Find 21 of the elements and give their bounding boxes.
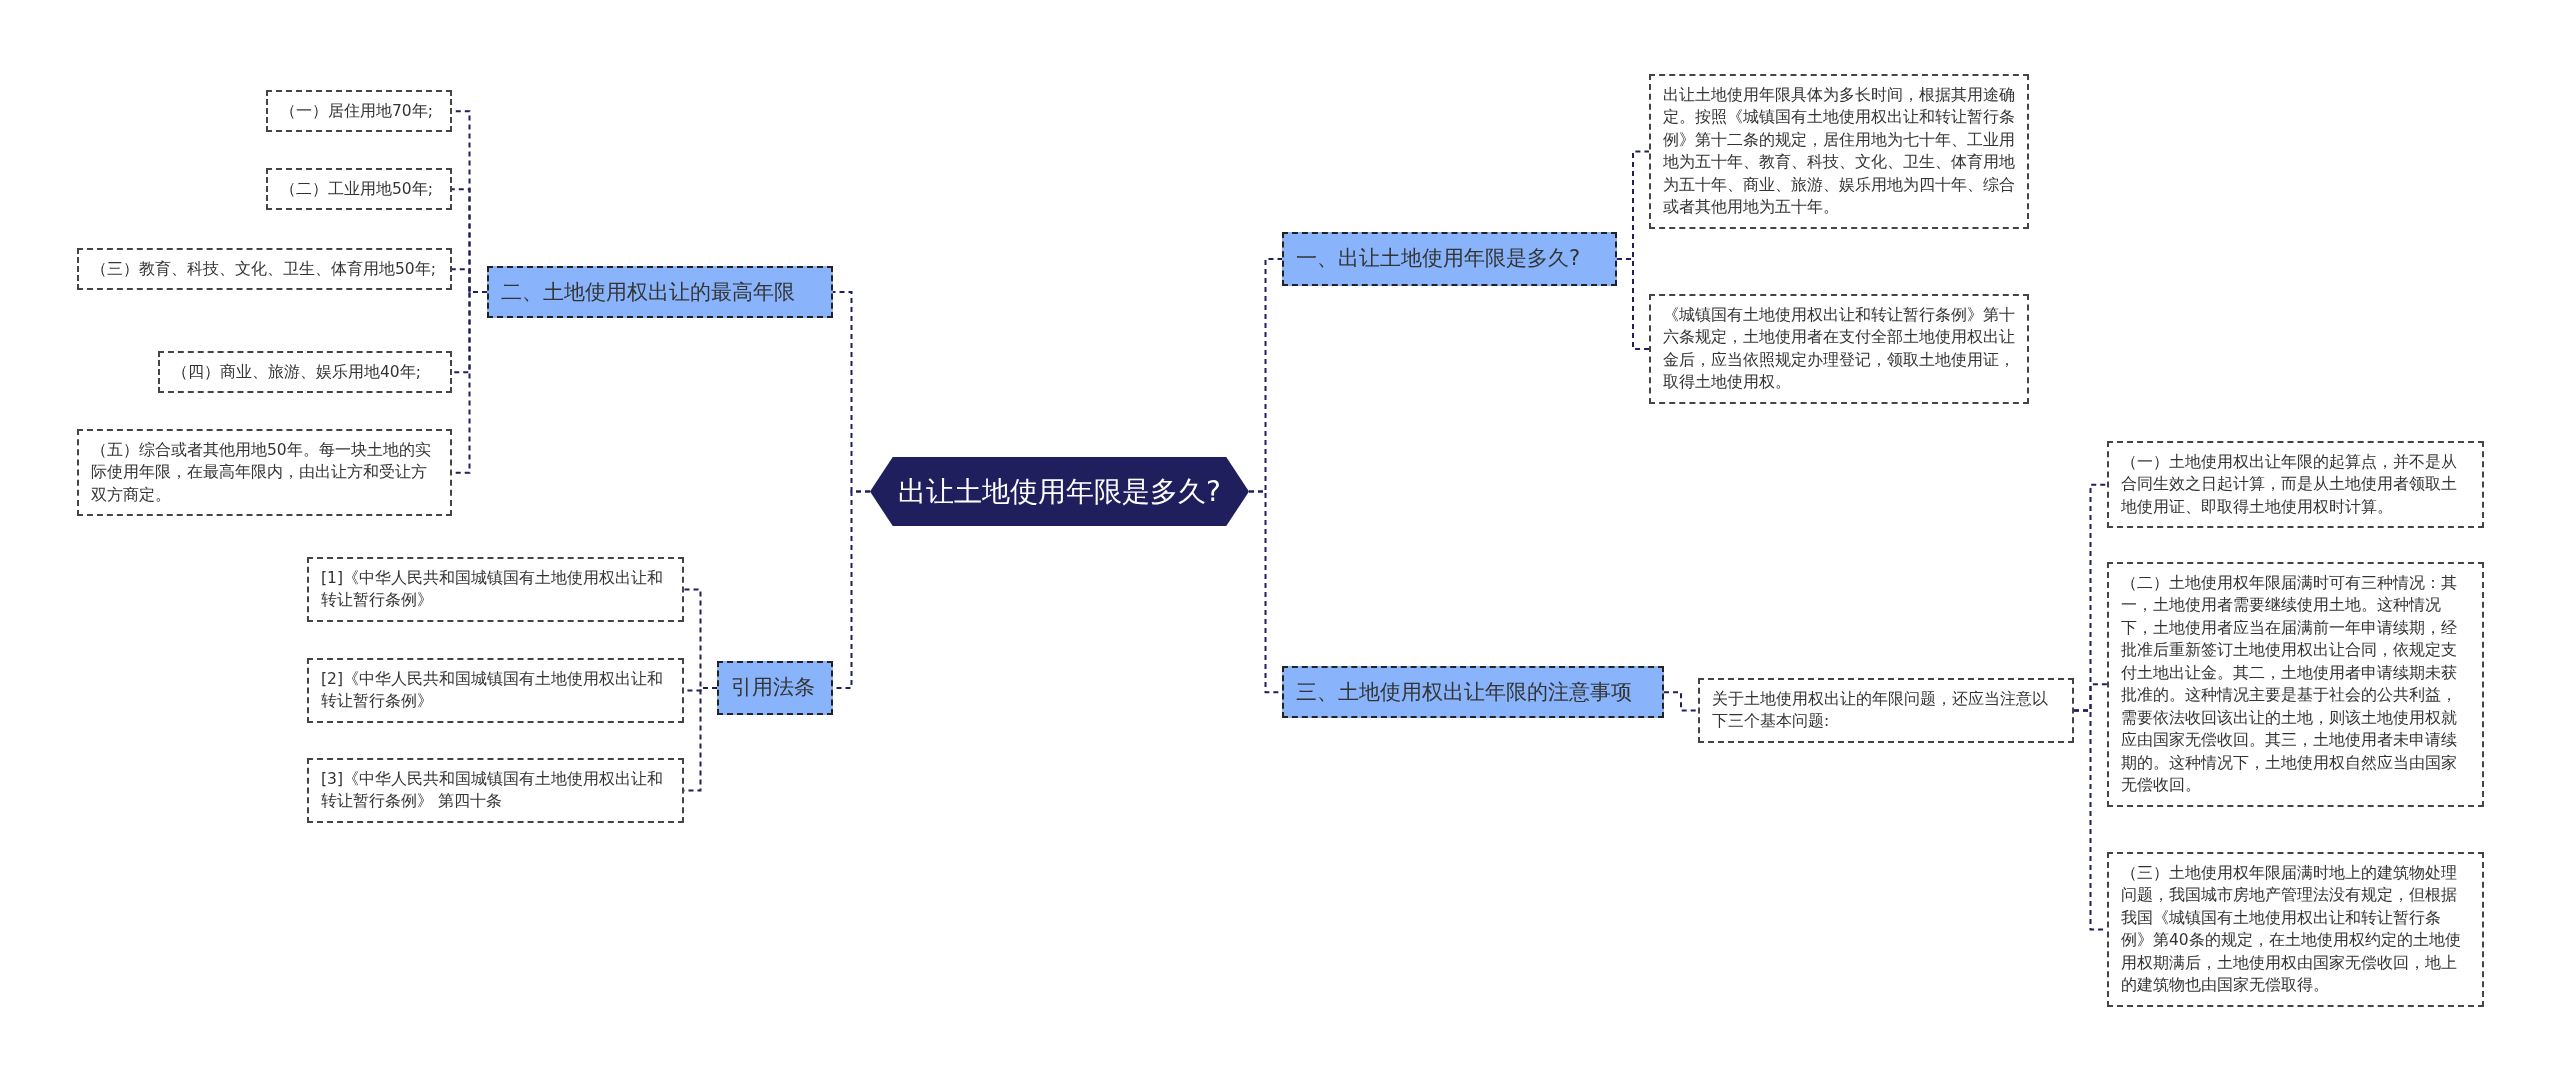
- note-box: [1]《中华人民共和国城镇国有土地使用权出让和转让暂行条例》: [307, 557, 684, 622]
- note-box: 《城镇国有土地使用权出让和转让暂行条例》第十六条规定，土地使用者在支付全部土地使用权出让金后，应当依照规定办理登记，领取土地使用证，取得土地使用权。: [1649, 294, 2029, 404]
- note-box: 关于土地使用权出让的年限问题，还应当注意以下三个基本问题:: [1698, 678, 2074, 743]
- note-box: （一）居住用地70年;: [266, 90, 452, 133]
- note-box: （四）商业、旅游、娱乐用地40年;: [158, 351, 452, 394]
- note-box: （三）土地使用权年限届满时地上的建筑物处理问题，我国城市房地产管理法没有规定，但根据我国《城镇国有土地使用权出让和转让暂行条例》第40条的规定，在土地使用权约定的土地使用权期满后，土地使用权由国家无偿收回，地上的建筑物也由国家无偿取得。: [2107, 852, 2484, 1007]
- topic-box: 三、土地使用权出让年限的注意事项: [1282, 666, 1664, 719]
- note-box: （二）工业用地50年;: [266, 168, 452, 211]
- topic-box: 一、出让土地使用年限是多久?: [1282, 232, 1617, 286]
- connector-line: [1663, 691, 1699, 712]
- note-box: （五）综合或者其他用地50年。每一块土地的实际使用年限，在最高年限内，由出让方和受让方双方商定。: [77, 429, 452, 517]
- note-box: （二）土地使用权年限届满时可有三种情况：其一，土地使用者需要继续使用土地。这种情况下，土地使用者应当在届满前一年申请续期，经批准后重新签订土地使用权出让合同，依规定支付土地出让金。其二，土地使用者申请续期未获批准的。这种情况主要是基于社会的公共利益，需要依法收回该出让的土地，则该土地使用权就应由国家无偿收回。其三，土地使用者未申请续期的。这种情况下，土地使用权自然应当由国家无偿收回。: [2107, 562, 2484, 807]
- note-box: （三）教育、科技、文化、卫生、体育用地50年;: [77, 248, 452, 291]
- note-box: [2]《中华人民共和国城镇国有土地使用权出让和转让暂行条例》: [307, 658, 684, 723]
- connector-line: [1616, 258, 1650, 350]
- note-box: 出让土地使用年限具体为多长时间，根据其用途确定。按照《城镇国有土地使用权出让和转让暂行条例》第十二条的规定，居住用地为七十年、工业用地为五十年、教育、科技、文化、卫生、体育用地为五十年、商业、旅游、娱乐用地为四十年、综合或者其他用地为五十年。: [1649, 74, 2029, 229]
- topic-box: 引用法条: [717, 661, 833, 715]
- note-box: （一）土地使用权出让年限的起算点，并不是从合同生效之日起计算，而是从土地使用者领取土地使用证、即取得土地使用权时计算。: [2107, 441, 2484, 529]
- note-box: [3]《中华人民共和国城镇国有土地使用权出让和转让暂行条例》 第四十条: [307, 758, 684, 823]
- topic-box: 二、土地使用权出让的最高年限: [487, 266, 833, 318]
- central-topic-hexagon: 出让土地使用年限是多久?: [870, 457, 1249, 526]
